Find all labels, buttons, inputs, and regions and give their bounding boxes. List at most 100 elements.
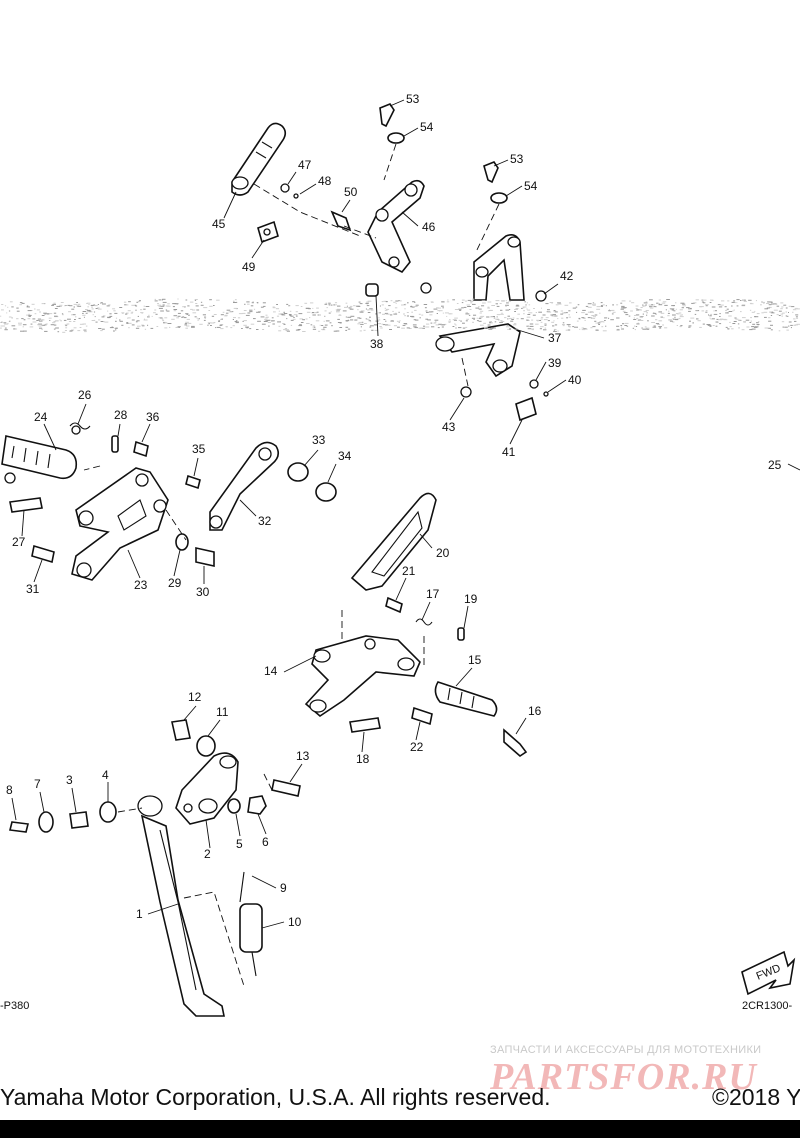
scan-noise-speck: [487, 324, 491, 326]
scan-noise-speck: [162, 298, 166, 300]
callout-leader-line: [251, 875, 277, 889]
scan-noise-speck: [634, 325, 636, 327]
scan-noise-speck: [286, 329, 289, 331]
callout-13: 13: [296, 749, 310, 763]
scan-noise-speck: [437, 310, 441, 312]
scan-noise-speck: [653, 312, 655, 314]
callout-leader-line: [389, 99, 405, 107]
scan-noise-speck: [483, 322, 486, 324]
scan-noise-speck: [324, 315, 326, 317]
scan-noise-speck: [16, 310, 20, 312]
scan-noise-speck: [748, 299, 752, 301]
scan-noise-speck: [727, 300, 730, 302]
scan-noise-speck: [309, 317, 311, 319]
scan-noise-speck: [754, 310, 756, 312]
scan-noise-speck: [184, 323, 187, 325]
scan-noise-speck: [688, 325, 692, 327]
scan-noise-speck: [550, 314, 554, 316]
scan-noise-speck: [553, 329, 555, 331]
scan-noise-speck: [173, 310, 177, 312]
callout-43: 43: [442, 420, 456, 434]
scan-noise-speck: [733, 321, 737, 322]
scan-noise-speck: [286, 330, 290, 332]
scan-noise-speck: [288, 305, 290, 307]
scan-noise-speck: [449, 313, 453, 315]
scan-noise-speck: [302, 319, 305, 321]
scan-noise-speck: [54, 308, 58, 309]
scan-noise-speck: [220, 324, 224, 325]
scan-noise-speck: [312, 328, 317, 330]
scan-noise-speck: [319, 314, 321, 316]
scan-noise-speck: [384, 309, 388, 311]
scan-noise-speck: [52, 303, 56, 305]
scan-noise-speck: [516, 318, 519, 320]
scan-noise-speck: [568, 310, 571, 312]
scan-noise-speck: [242, 312, 246, 314]
callout-46: 46: [422, 220, 436, 234]
scan-noise-speck: [236, 321, 239, 323]
scan-noise-speck: [186, 314, 188, 315]
callout-leader-line: [257, 813, 267, 835]
callout-30: 30: [196, 585, 210, 599]
scan-noise-speck: [509, 309, 511, 310]
scan-noise-speck: [476, 320, 479, 322]
scan-noise-band: [0, 298, 800, 333]
scan-noise-speck: [737, 323, 740, 325]
callout-48: 48: [318, 174, 332, 188]
scan-noise-speck: [148, 314, 150, 316]
scan-noise-speck: [705, 304, 709, 306]
scan-noise-speck: [208, 323, 210, 325]
scan-noise-speck: [271, 317, 274, 319]
scan-noise-speck: [529, 323, 534, 325]
scan-noise-speck: [203, 307, 208, 309]
scan-noise-speck: [216, 299, 220, 301]
scan-noise-speck: [67, 304, 70, 306]
scan-noise-speck: [788, 321, 792, 323]
scan-noise-speck: [792, 309, 797, 311]
scan-noise-speck: [339, 323, 342, 324]
scan-noise-speck: [626, 325, 629, 327]
scan-noise-speck: [427, 319, 431, 321]
scan-noise-speck: [44, 313, 46, 315]
callout-leader-line: [375, 295, 379, 337]
scan-noise-speck: [492, 327, 496, 329]
callout-leader-line: [517, 329, 545, 339]
scan-noise-speck: [794, 320, 797, 322]
scan-noise-speck: [448, 320, 451, 322]
scan-noise-speck: [246, 327, 249, 329]
scan-noise-speck: [158, 307, 163, 309]
scan-noise-speck: [151, 315, 153, 317]
scan-noise-speck: [620, 308, 624, 310]
scan-noise-speck: [425, 318, 428, 320]
scan-noise-speck: [700, 306, 704, 308]
scan-noise-speck: [263, 321, 268, 322]
scan-noise-speck: [525, 304, 527, 306]
scan-noise-speck: [435, 321, 437, 323]
scan-noise-speck: [278, 310, 280, 312]
scan-noise-speck: [639, 316, 643, 318]
scan-noise-speck: [643, 302, 648, 304]
scan-noise-speck: [680, 302, 685, 304]
scan-noise-speck: [506, 324, 508, 326]
scan-noise-speck: [513, 324, 517, 326]
scan-noise-speck: [785, 315, 787, 317]
scan-noise-speck: [746, 326, 750, 328]
scan-noise-speck: [131, 319, 135, 321]
scan-noise-speck: [188, 314, 190, 316]
callout-leader-line: [71, 787, 77, 813]
scan-noise-speck: [209, 305, 213, 307]
scan-noise-speck: [383, 300, 387, 302]
scan-noise-speck: [49, 320, 51, 321]
scan-noise-speck: [9, 320, 11, 322]
scan-noise-speck: [54, 315, 58, 317]
scan-noise-speck: [266, 319, 271, 321]
scan-noise-speck: [337, 322, 342, 323]
scan-noise-speck: [384, 307, 386, 309]
scan-noise-speck: [719, 318, 724, 320]
callout-21: 21: [402, 564, 416, 578]
scan-noise-speck: [430, 301, 434, 303]
scan-noise-speck: [199, 323, 203, 325]
scan-noise-speck: [143, 305, 145, 307]
scan-noise-speck: [544, 324, 546, 326]
fwd-arrow-icon: FWD: [741, 950, 796, 996]
